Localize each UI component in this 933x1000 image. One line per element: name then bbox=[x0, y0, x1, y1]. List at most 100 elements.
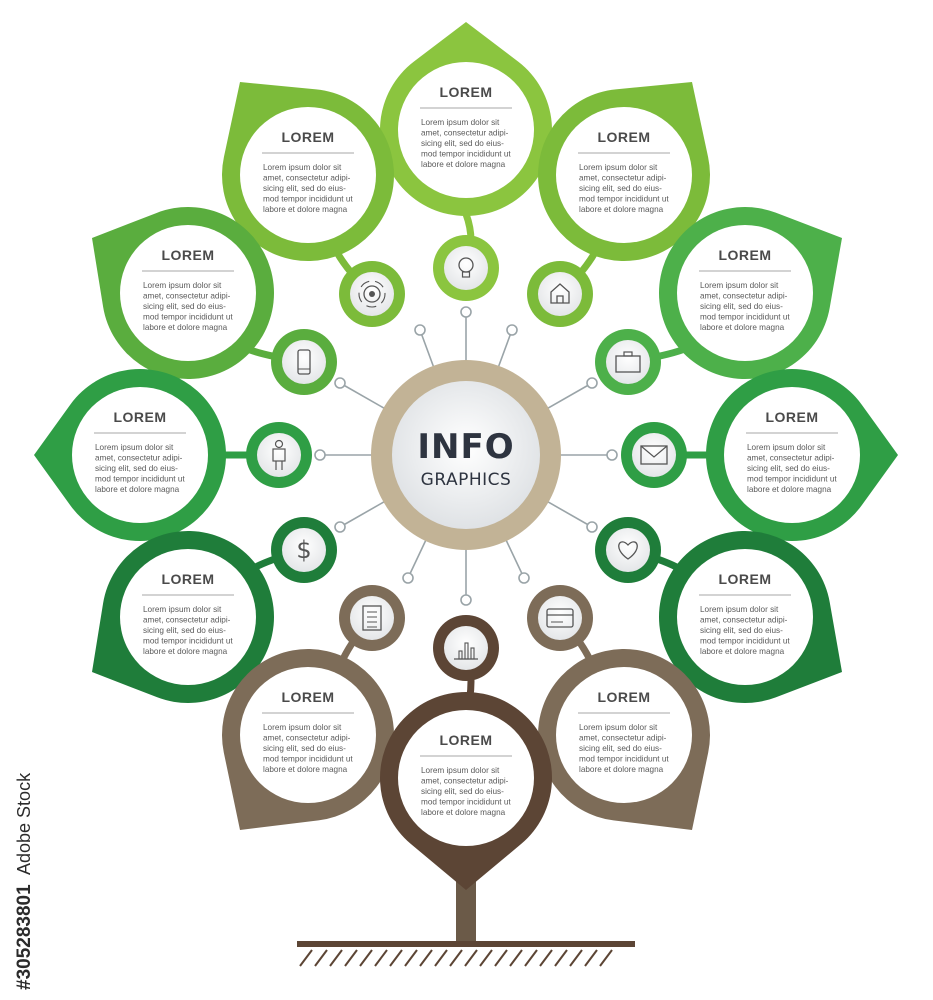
leaf-title: LOREM bbox=[439, 84, 492, 100]
leaf-inner-circle bbox=[240, 107, 376, 243]
heart-icon bbox=[618, 541, 638, 560]
leaf-text-line: amet, consectetur adipi- bbox=[143, 616, 231, 625]
leaf-inner-circle bbox=[677, 549, 813, 685]
leaf-text-line: mod tempor incididunt ut bbox=[263, 195, 353, 204]
connector-dot bbox=[460, 306, 472, 318]
leaf-inner-circle bbox=[120, 225, 256, 361]
leaf-text-line: amet, consectetur adipi- bbox=[579, 734, 667, 743]
leaf-text-line: Lorem ipsum dolor sit bbox=[421, 118, 500, 127]
credit-card-icon bbox=[546, 608, 574, 628]
connector-dot bbox=[314, 449, 326, 461]
leaf-text-line: labore et dolore magna bbox=[700, 323, 785, 332]
lightbulb-icon bbox=[458, 257, 474, 278]
ground-hatch-line bbox=[449, 949, 463, 967]
leaf-title: LOREM bbox=[161, 247, 214, 263]
leaf-text-line: labore et dolore magna bbox=[95, 485, 180, 494]
envelope-icon bbox=[640, 445, 668, 465]
leaf-title: LOREM bbox=[439, 732, 492, 748]
svg-text:$: $ bbox=[296, 536, 311, 564]
leaf-inner-circle bbox=[724, 387, 860, 523]
leaf-text-line: amet, consectetur adipi- bbox=[421, 129, 509, 138]
icon-node bbox=[271, 329, 337, 395]
leaf-title: LOREM bbox=[718, 571, 771, 587]
leaf-text-line: amet, consectetur adipi- bbox=[263, 174, 351, 183]
leaf-text-line: amet, consectetur adipi- bbox=[143, 292, 231, 301]
leaf-text-line: amet, consectetur adipi- bbox=[95, 454, 183, 463]
leaf-text-line: labore et dolore magna bbox=[263, 765, 348, 774]
connector-dot bbox=[334, 521, 346, 533]
leaf-inner-circle bbox=[240, 667, 376, 803]
leaf-text-line: Lorem ipsum dolor sit bbox=[700, 281, 779, 290]
leaf-text-line: mod tempor incididunt ut bbox=[143, 313, 233, 322]
icon-node-disc bbox=[282, 340, 326, 384]
leaf-text-line: sicing elit, sed do eius- bbox=[143, 626, 226, 635]
leaf-text-line: sicing elit, sed do eius- bbox=[263, 184, 346, 193]
leaf-text-line: Lorem ipsum dolor sit bbox=[579, 723, 658, 732]
leaf-text-line: Lorem ipsum dolor sit bbox=[700, 605, 779, 614]
leaf-title: LOREM bbox=[597, 689, 650, 705]
stock-credit: #305283801 Adobe Stock bbox=[14, 772, 35, 990]
icon-node bbox=[595, 517, 661, 583]
ground-hatching bbox=[299, 949, 613, 967]
ground-hatch-line bbox=[359, 949, 373, 967]
connector-dot bbox=[586, 377, 598, 389]
leaf-text-line: mod tempor incididunt ut bbox=[700, 313, 790, 322]
leaf-text-line: mod tempor incididunt ut bbox=[421, 798, 511, 807]
leaf-text-line: mod tempor incididunt ut bbox=[421, 150, 511, 159]
leaf-inner-circle bbox=[556, 107, 692, 243]
ground-hatch-line bbox=[554, 949, 568, 967]
leaf-text-line: amet, consectetur adipi- bbox=[421, 777, 509, 786]
ground-line bbox=[297, 941, 635, 947]
leaf-text-line: labore et dolore magna bbox=[143, 647, 228, 656]
dollar-icon: $ bbox=[296, 536, 311, 564]
ground-hatch-line bbox=[404, 949, 418, 967]
leaf-text-line: labore et dolore magna bbox=[747, 485, 832, 494]
leaf-text-line: labore et dolore magna bbox=[421, 160, 506, 169]
leaf-text-line: Lorem ipsum dolor sit bbox=[263, 163, 342, 172]
leaf-inner-circle bbox=[556, 667, 692, 803]
connector-dot bbox=[460, 594, 472, 606]
ground-hatch-line bbox=[524, 949, 538, 967]
icon-node-disc bbox=[538, 596, 582, 640]
briefcase-icon bbox=[615, 351, 641, 373]
ground bbox=[297, 941, 635, 967]
leaf-text-line: sicing elit, sed do eius- bbox=[700, 302, 783, 311]
leaf-title: LOREM bbox=[113, 409, 166, 425]
leaf-text-line: sicing elit, sed do eius- bbox=[143, 302, 226, 311]
leaf-text-line: amet, consectetur adipi- bbox=[747, 454, 835, 463]
icon-node-disc bbox=[282, 528, 326, 572]
leaf-text-line: Lorem ipsum dolor sit bbox=[421, 766, 500, 775]
icon-node bbox=[339, 585, 405, 651]
leaf-text-line: amet, consectetur adipi- bbox=[579, 174, 667, 183]
smartphone-icon bbox=[297, 349, 311, 375]
ground-hatch-line bbox=[329, 949, 343, 967]
leaf-title: LOREM bbox=[718, 247, 771, 263]
stock-brand: Adobe Stock bbox=[14, 772, 34, 875]
leaf-text-line: mod tempor incididunt ut bbox=[263, 755, 353, 764]
leaf-text-line: amet, consectetur adipi- bbox=[263, 734, 351, 743]
connector-dot bbox=[506, 324, 518, 336]
icon-node bbox=[433, 615, 499, 681]
icon-node-disc bbox=[257, 433, 301, 477]
icon-node bbox=[527, 261, 593, 327]
leaf-text-line: sicing elit, sed do eius- bbox=[421, 787, 504, 796]
leaf-title: LOREM bbox=[161, 571, 214, 587]
icon-node-disc bbox=[350, 596, 394, 640]
home-icon bbox=[550, 283, 570, 304]
center-subtitle: GRAPHICS bbox=[421, 470, 512, 490]
leaf-inner-circle bbox=[398, 710, 534, 846]
leaf-text-line: mod tempor incididunt ut bbox=[747, 475, 837, 484]
document-icon bbox=[362, 605, 382, 631]
icon-node bbox=[433, 235, 499, 301]
leaf-text-line: mod tempor incididunt ut bbox=[143, 637, 233, 646]
leaf-text-line: labore et dolore magna bbox=[579, 205, 664, 214]
broadcast-icon bbox=[358, 280, 386, 308]
ground-hatch-line bbox=[584, 949, 598, 967]
leaf-text-line: mod tempor incididunt ut bbox=[579, 195, 669, 204]
ground-hatch-line bbox=[314, 949, 328, 967]
ground-hatch-line bbox=[569, 949, 583, 967]
